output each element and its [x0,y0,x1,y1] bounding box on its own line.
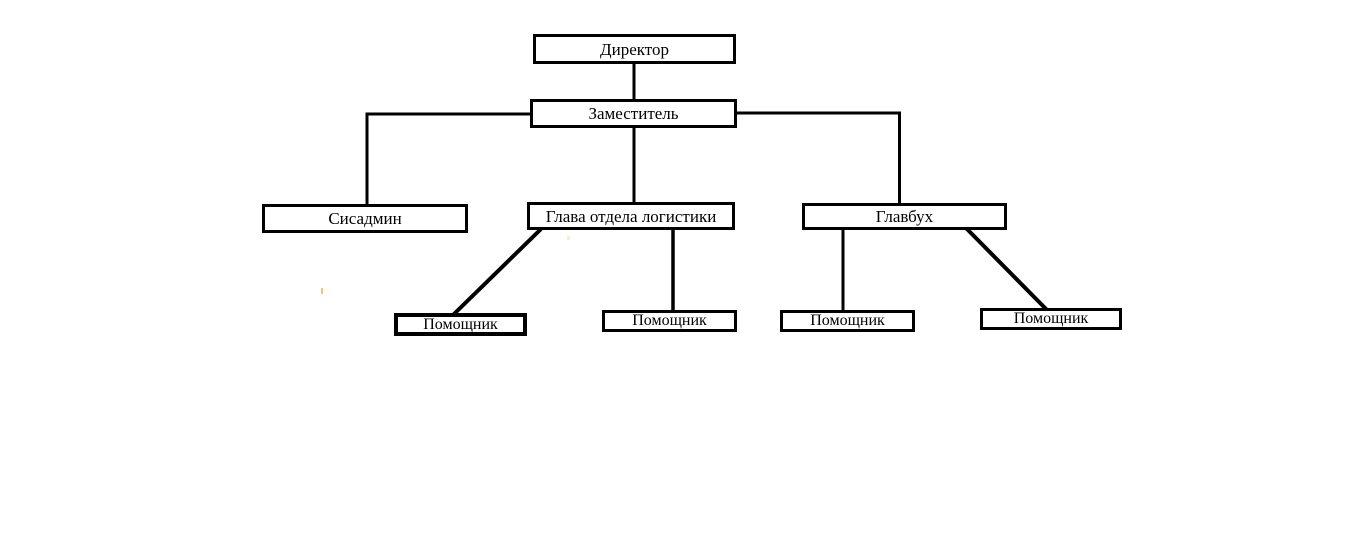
edge-accountant-assistant4 [964,226,1049,312]
node-assistant-2: Помощник [602,310,737,332]
stray-orange-mark [321,288,323,294]
node-deputy: Заместитель [530,99,737,128]
node-director: Директор [533,34,736,64]
node-logistics-head: Глава отдела логистики [527,202,735,230]
node-assistant-4: Помощник [980,308,1122,330]
node-chief-accountant: Главбух [802,203,1007,230]
stray-yellow-mark [567,236,570,240]
node-sysadmin: Сисадмин [262,204,468,233]
node-assistant-1: Помощник [394,313,527,336]
node-assistant-3: Помощник [780,310,915,332]
edge-logistics-assistant1 [451,227,543,317]
